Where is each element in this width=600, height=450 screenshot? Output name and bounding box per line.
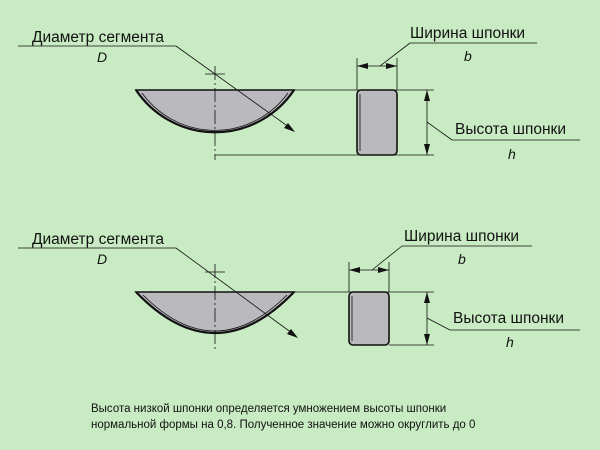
normal-key-section xyxy=(356,89,398,156)
low-width-arrow-left xyxy=(349,267,360,273)
normal-height-symbol: h xyxy=(508,146,516,162)
low-height-label: Высота шпонки xyxy=(453,310,564,327)
low-height-leader xyxy=(426,317,451,331)
low-diameter-arrow xyxy=(287,329,298,338)
normal-height-leader xyxy=(426,121,453,141)
caption-line-1: Высота низкой шпонки определяется умноже… xyxy=(91,403,446,415)
low-width-leader xyxy=(371,245,403,271)
normal-width-leader xyxy=(379,42,411,67)
low-diameter-symbol: D xyxy=(97,251,107,267)
normal-height-label: Высота шпонки xyxy=(455,121,566,138)
normal-height-arrow-bottom xyxy=(424,144,430,155)
caption-group: Высота низкой шпонки определяется умноже… xyxy=(91,403,475,431)
low-width-symbol: b xyxy=(458,251,466,267)
low-key-group: Диаметр сегмента D Ширина шпонки b Высот… xyxy=(18,228,580,352)
low-height-arrow-bottom xyxy=(424,334,430,345)
normal-width-label: Ширина шпонки xyxy=(410,25,525,42)
normal-width-arrow-right xyxy=(386,63,397,69)
normal-segment-inner-line xyxy=(141,92,289,131)
normal-diameter-label: Диаметр сегмента xyxy=(32,29,164,46)
low-diameter-leader xyxy=(175,247,297,337)
low-height-symbol: h xyxy=(506,334,514,350)
normal-diameter-leader xyxy=(175,45,294,131)
low-key-section xyxy=(348,291,390,346)
normal-key-group: Диаметр сегмента D Ширина шпонки b Высот… xyxy=(18,25,580,162)
caption-line-2: нормальной формы на 0,8. Полученное знач… xyxy=(91,419,475,431)
low-height-arrow-top xyxy=(424,292,430,303)
normal-diameter-symbol: D xyxy=(97,49,107,65)
low-width-arrow-right xyxy=(378,267,389,273)
normal-width-arrow-left xyxy=(357,63,368,69)
low-diameter-label: Диаметр сегмента xyxy=(32,231,164,248)
normal-width-symbol: b xyxy=(464,48,472,64)
normal-diameter-arrow xyxy=(284,123,295,132)
normal-height-arrow-top xyxy=(424,90,430,101)
low-width-label: Ширина шпонки xyxy=(404,228,519,245)
